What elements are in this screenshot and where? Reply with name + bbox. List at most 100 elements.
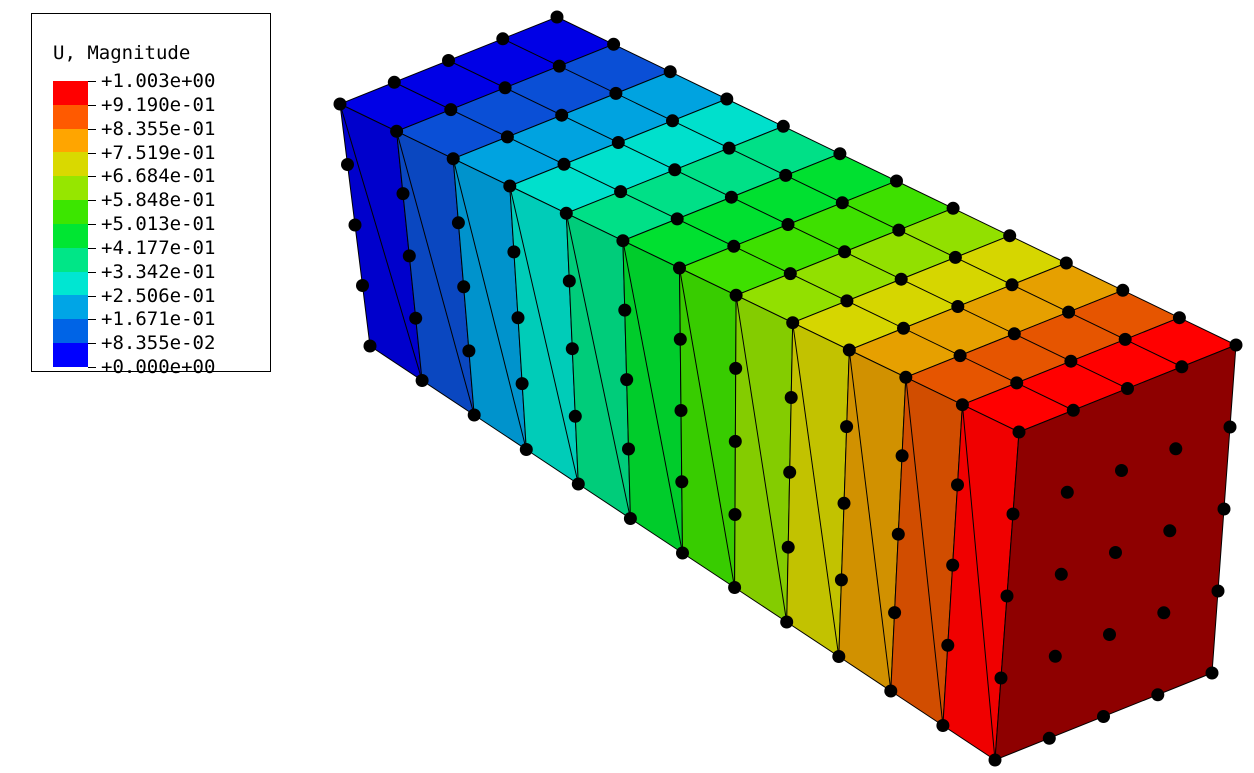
- mesh-node: [1109, 546, 1122, 559]
- mesh-node: [668, 163, 682, 177]
- mesh-node: [988, 753, 1002, 767]
- legend-tick: [88, 104, 96, 106]
- legend-label-7: +4.177e-01: [101, 236, 216, 259]
- mesh-node: [415, 374, 429, 387]
- mesh-node: [451, 216, 465, 230]
- legend-swatch-1: [53, 104, 88, 129]
- legend-tick: [88, 367, 96, 368]
- mesh-node: [611, 136, 625, 149]
- mesh-node: [1169, 442, 1183, 456]
- mesh-node: [780, 615, 794, 629]
- legend-label-0: +1.003e+00: [101, 70, 216, 92]
- mesh-node: [1003, 229, 1017, 243]
- mesh-node: [444, 103, 458, 117]
- mesh-node: [776, 119, 790, 133]
- mesh-node: [728, 434, 742, 448]
- mesh-node: [884, 684, 898, 698]
- mesh-node: [840, 420, 854, 434]
- mesh-node: [728, 508, 742, 521]
- legend-color-bar: [53, 81, 88, 367]
- mesh-node: [500, 130, 514, 144]
- mesh-node: [614, 185, 628, 199]
- mesh-node: [946, 558, 960, 572]
- mesh-node: [722, 141, 736, 155]
- legend-tick: [88, 295, 96, 297]
- mesh-edge: [792, 322, 840, 657]
- mesh-node: [557, 157, 571, 171]
- mesh-node: [1205, 666, 1219, 680]
- mesh-node: [673, 332, 687, 346]
- legend-tick: [88, 224, 96, 225]
- legend-swatch-11: [53, 343, 88, 367]
- mesh-node: [348, 218, 362, 232]
- legend-tick: [88, 319, 96, 321]
- mesh-node: [729, 361, 743, 375]
- mesh-node: [840, 294, 854, 308]
- mesh-node: [620, 373, 634, 387]
- mesh-node: [1000, 589, 1014, 603]
- mesh-node: [951, 478, 964, 492]
- mesh-node: [565, 342, 579, 356]
- legend-label-5: +5.848e-01: [101, 189, 216, 212]
- legend-label-11: +8.355e-02: [101, 332, 216, 355]
- mesh-edge: [622, 240, 683, 554]
- mesh-edge: [961, 404, 996, 761]
- mesh-node: [897, 321, 910, 335]
- legend-tick: [88, 271, 96, 273]
- mesh-node: [609, 86, 623, 100]
- mesh-node: [1062, 305, 1076, 319]
- mesh-node: [503, 179, 517, 193]
- legend-label-3: +7.519e-01: [101, 141, 216, 164]
- mesh-node: [781, 218, 795, 231]
- mesh-node: [607, 37, 621, 51]
- mesh-node: [729, 288, 743, 302]
- mesh-node: [1012, 425, 1026, 439]
- mesh-node: [832, 650, 846, 663]
- mesh-node: [666, 114, 679, 128]
- mesh-node: [1151, 688, 1165, 702]
- mesh-node: [784, 391, 798, 404]
- mesh-node: [663, 65, 677, 79]
- mesh-node: [783, 465, 797, 479]
- legend-swatch-2: [53, 128, 88, 153]
- legend-swatch-5: [53, 200, 88, 224]
- mesh-node: [1064, 354, 1078, 368]
- mesh-node: [467, 408, 481, 422]
- legend-label-9: +2.506e-01: [101, 284, 216, 307]
- mesh-node: [1175, 360, 1189, 374]
- mesh-node: [341, 158, 354, 171]
- legend-label-6: +5.013e-01: [101, 213, 216, 235]
- legend-label-2: +8.355e-01: [101, 117, 216, 140]
- legend-tick: [88, 176, 96, 178]
- mesh-node: [675, 475, 689, 489]
- legend-label-4: +6.684e-01: [101, 165, 216, 188]
- mesh-edge: [396, 131, 475, 416]
- mesh-node: [1006, 507, 1020, 521]
- mesh-edge: [735, 295, 788, 623]
- mesh-node: [890, 174, 903, 188]
- mesh-node: [616, 234, 630, 248]
- legend-swatch-10: [53, 319, 88, 344]
- mesh-node: [674, 404, 688, 417]
- mesh-node: [838, 245, 852, 259]
- mesh-node: [442, 54, 455, 67]
- mesh-node: [507, 245, 521, 259]
- mesh-node: [387, 75, 401, 89]
- mesh-edge: [339, 103, 423, 381]
- mesh-node: [953, 349, 967, 363]
- mesh-node: [390, 124, 404, 138]
- mesh-node: [670, 212, 684, 226]
- mesh-edge: [679, 267, 736, 588]
- mesh-node: [888, 606, 902, 620]
- mesh-edge: [452, 158, 527, 450]
- side-face-strip: [786, 321, 850, 658]
- mesh-node: [623, 512, 637, 525]
- mesh-node: [402, 249, 416, 263]
- mesh-node: [951, 300, 965, 313]
- mesh-node: [1059, 256, 1073, 270]
- mesh-node: [446, 152, 460, 166]
- mesh-node: [955, 398, 969, 412]
- mesh-node: [396, 187, 410, 201]
- mesh-node: [728, 581, 742, 594]
